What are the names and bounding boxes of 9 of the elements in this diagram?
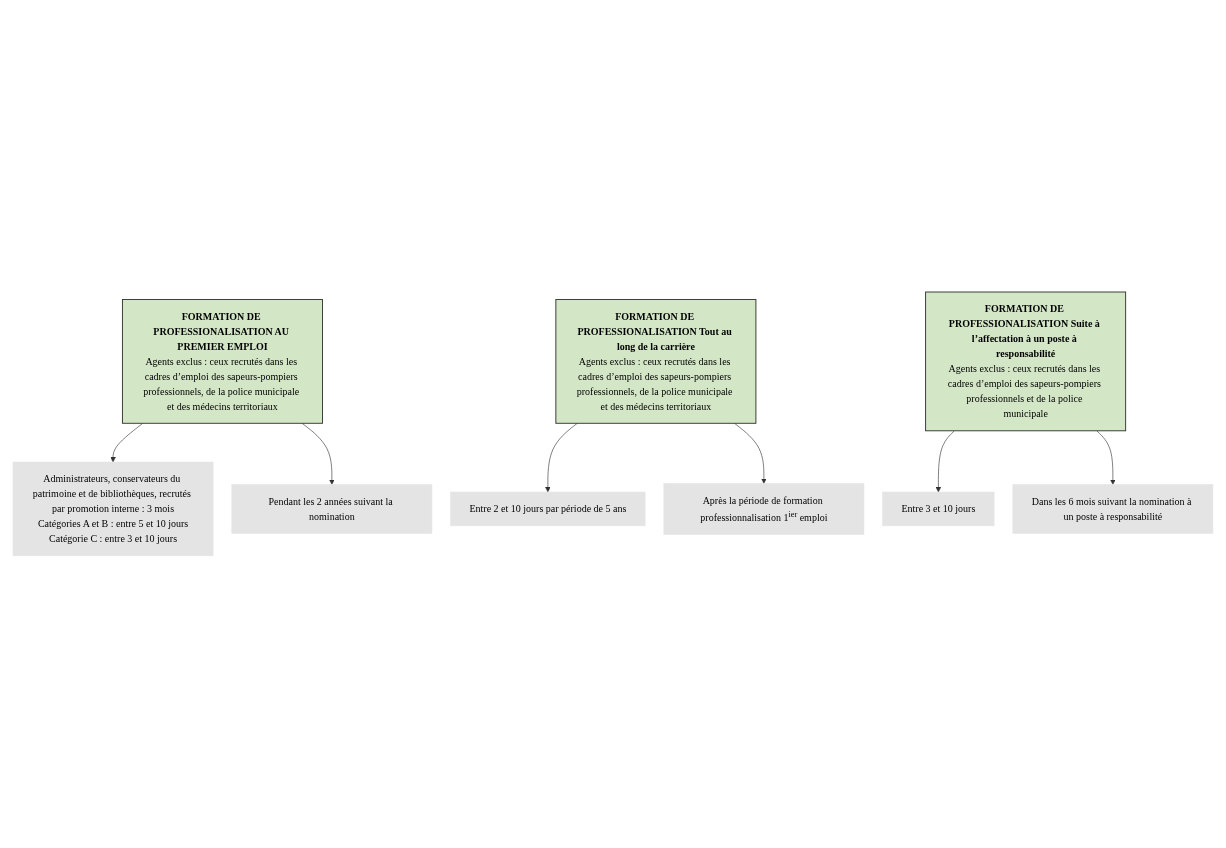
node-box: Dans les 6 mois suivant la nomination à un poste à responsabilité bbox=[1012, 484, 1214, 534]
node-box: Entre 3 et 10 jours bbox=[882, 491, 995, 527]
node-box: FORMATION DE PROFESSIONALISATION Tout au long de la carrière Agents exclus : ceux recrutés dans les cadres d’emploi des sapeurs-pompiers professionnels, de la police municipale et des médecins territoriaux bbox=[555, 299, 757, 424]
node-box: Entre 2 et 10 jours par période de 5 ans bbox=[450, 491, 646, 527]
node-box: FORMATION DE PROFESSIONALISATION Suite à l’affectation à un poste à responsabilité Agents exclus : ceux recrutés dans les cadres d’emploi des sapeurs-pompiers professionnels et de la police municipale bbox=[925, 291, 1127, 432]
node-box: Après la période de formation professionnalisation 1$^{ier}$ emploi bbox=[663, 483, 865, 535]
node-box: FORMATION DE PROFESSIONALISATION AU PREMIER EMPLOI Agents exclus : ceux recrutés dans les cadres d’emploi des sapeurs-pompiers professionnels, de la police municipale et des médecins territoriaux bbox=[122, 299, 323, 424]
node-box: Administrateurs, conservateurs du patrimoine et de bibliothèques, recrutés par promotion interne : 3 mois Catégories A et B : entre 5 et 10 jours Catégorie C : entre 3 et 10 jours bbox=[12, 461, 214, 557]
node-box: Pendant les 2 années suivant la nomination bbox=[231, 484, 433, 534]
